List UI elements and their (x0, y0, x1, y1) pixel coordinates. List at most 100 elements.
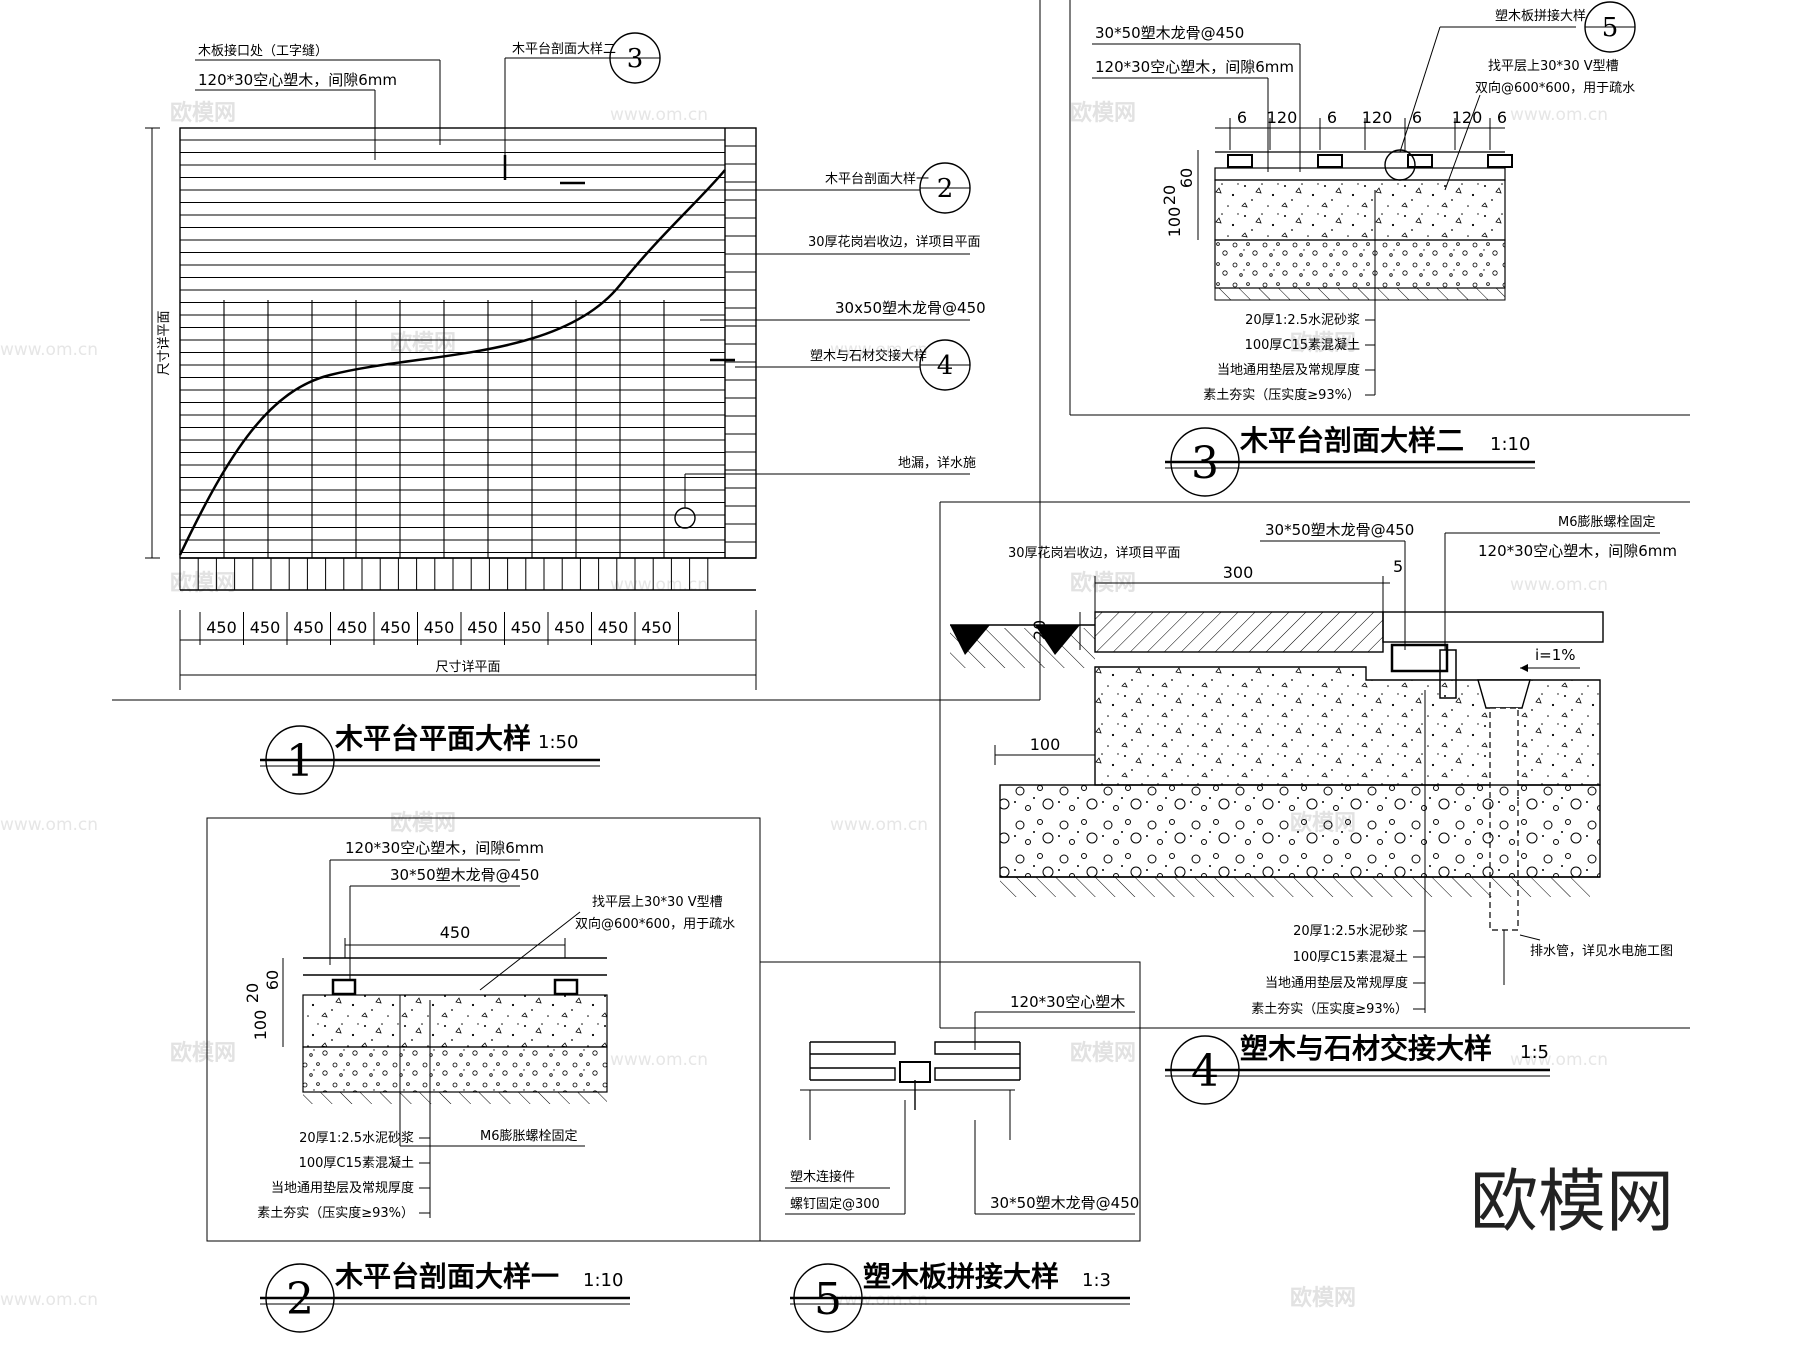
plan-label-board: 120*30空心塑木，间隙6mm (198, 71, 397, 89)
plan-dim-450: 450 (250, 618, 281, 637)
plan-label-granite: 30厚花岗岩收边，详项目平面 (808, 234, 981, 250)
s2-dim: 120 (1452, 108, 1483, 127)
s2-dim: 120 (1267, 108, 1298, 127)
s4-dim-5: 5 (1393, 557, 1403, 576)
layer-label: 100厚C15素混凝土 (1293, 949, 1408, 965)
s1-dim-100: 100 (251, 1010, 270, 1041)
s5-scale: 1:3 (1082, 1270, 1111, 1291)
s2-label-vgroove2: 双向@600*600，用于疏水 (1475, 80, 1635, 96)
s1-label-board: 120*30空心塑木，间隙6mm (345, 839, 544, 857)
plan-dim-bottom: 尺寸详平面 (435, 660, 500, 675)
layer-label: 20厚1:2.5水泥砂浆 (299, 1131, 414, 1146)
plan-title-num: 1 (286, 736, 314, 787)
plan-dim-450: 450 (467, 618, 498, 637)
section-five: 120*30空心塑木 塑木连接件 螺钉固定@300 30*50塑木龙骨@450 … (785, 993, 1139, 1333)
s4-scale: 1:5 (1520, 1042, 1549, 1063)
s2-dim: 6 (1327, 108, 1337, 127)
plan-dim-450: 450 (337, 618, 368, 637)
wm-url-10: www.om.cn (1510, 1050, 1608, 1070)
wm-5: 欧模网 (170, 1040, 236, 1066)
s4-dim-300: 300 (1223, 563, 1254, 582)
wm-11: 欧模网 (1290, 1285, 1356, 1311)
s4-dim-100: 100 (1030, 735, 1061, 754)
plan-label-ref3: 木平台剖面大样二 (512, 42, 616, 57)
wm-url-3: www.om.cn (0, 340, 98, 360)
layer-label: 100厚C15素混凝土 (1245, 337, 1360, 353)
brand-watermark: 欧模网 (1470, 1163, 1674, 1242)
plan-label-ref2: 木平台剖面大样一 (825, 172, 929, 187)
s2-title-num: 3 (1191, 438, 1219, 489)
section-one: 450 60 20 100 120*30空心塑木，间隙6mm 30*50塑木龙骨… (243, 839, 735, 1333)
s5-label-board: 120*30空心塑木 (1010, 993, 1125, 1011)
s2-label-board: 120*30空心塑木，间隙6mm (1095, 58, 1294, 76)
wm-url-12: www.om.cn (830, 1290, 928, 1310)
s2-joist (1227, 154, 1253, 168)
plan-edge-stones (179, 127, 756, 591)
s2-joist (1407, 154, 1433, 168)
wm-url-9: www.om.cn (610, 1050, 708, 1070)
wm-url-8: www.om.cn (830, 815, 928, 835)
plan-dim-left: 尺寸详平面 (157, 310, 172, 375)
s5-label-joist: 30*50塑木龙骨@450 (990, 1194, 1139, 1212)
s2-label-ref5: 塑木板拼接大样 (1495, 8, 1586, 24)
plan-dim-450: 450 (206, 618, 237, 637)
s2-layers: 20厚1:2.5水泥砂浆100厚C15素混凝土当地通用垫层及常规厚度素土夯实（压… (1203, 313, 1375, 403)
s4-layers: 20厚1:2.5水泥砂浆 100厚C15素混凝土当地通用垫层及常规厚度素土夯实（压… (1251, 924, 1425, 1017)
layer-label: 素土夯实（压实度≥93%） (257, 1205, 414, 1221)
s4-label-joist: 30*50塑木龙骨@450 (1265, 521, 1414, 539)
wm-3: 欧模网 (170, 570, 236, 596)
wm-url-4: www.om.cn (830, 340, 928, 360)
plan-label-ref4: 塑木与石材交接大样 (810, 348, 927, 364)
s4-label-granite: 30厚花岗岩收边，详项目平面 (1008, 545, 1181, 561)
s2-title: 木平台剖面大样二 (1239, 424, 1464, 457)
plan-label-joist: 30x50塑木龙骨@450 (835, 299, 986, 317)
s2-joist (1317, 154, 1343, 168)
s5-label-connector: 塑木连接件 (790, 1169, 855, 1185)
s1-label-vgroove: 找平层上30*30 V型槽 (592, 895, 723, 910)
s4-label-bolt: M6膨胀螺栓固定 (1558, 515, 1656, 530)
wm-url-7: www.om.cn (0, 815, 98, 835)
s2-joist (1487, 154, 1513, 168)
s4-title-num: 4 (1191, 1046, 1219, 1097)
s2-dim-20: 20 (1160, 185, 1179, 205)
s1-label-joist: 30*50塑木龙骨@450 (390, 866, 539, 884)
s2-dim: 6 (1237, 108, 1247, 127)
s2-ref5-num: 5 (1602, 13, 1619, 43)
plan-dim-450: 450 (598, 618, 629, 637)
layer-label: 100厚C15素混凝土 (299, 1155, 414, 1171)
s1-scale: 1:10 (583, 1270, 623, 1291)
layer-label: 20厚1:2.5水泥砂浆 (1293, 924, 1408, 939)
wm-1: 欧模网 (170, 100, 236, 126)
drain-symbol (674, 507, 696, 529)
plan-boards (180, 139, 725, 553)
plan-dim-450: 450 (380, 618, 411, 637)
s1-dim-20: 20 (243, 983, 262, 1003)
wm-url-1: www.om.cn (610, 105, 708, 125)
plan-scale: 1:50 (538, 732, 578, 753)
plan-dim-450: 450 (641, 618, 672, 637)
s1-title: 木平台剖面大样一 (334, 1260, 559, 1293)
wm-url-11: www.om.cn (0, 1290, 98, 1310)
plan-curve (178, 169, 726, 556)
s4-slope: i=1% (1535, 646, 1576, 664)
layer-label: 素土夯实（压实度≥93%） (1251, 1001, 1408, 1017)
wm-6: 欧模网 (1070, 100, 1136, 126)
wm-url-6: www.om.cn (1510, 575, 1608, 595)
s4-label-board: 120*30空心塑木，间隙6mm (1478, 542, 1677, 560)
layer-label: 素土夯实（压实度≥93%） (1203, 387, 1360, 403)
layer-label: 当地通用垫层及常规厚度 (1265, 975, 1408, 991)
wm-2: 欧模网 (390, 330, 456, 356)
plan-outline (179, 127, 757, 559)
s4-title: 塑木与石材交接大样 (1240, 1032, 1492, 1065)
wm-url-2: www.om.cn (1510, 105, 1608, 125)
section-four: i=1% 300 5 20 100 30厚花岗岩收边，详项目平面 30*50塑木… (950, 515, 1677, 1105)
s1-label-vgroove2: 双向@600*600，用于疏水 (575, 916, 735, 932)
plan-title: 木平台平面大样 (334, 722, 531, 755)
layer-label: 20厚1:2.5水泥砂浆 (1245, 313, 1360, 328)
plan-joists (179, 300, 665, 558)
s2-dim-100: 100 (1165, 207, 1184, 238)
